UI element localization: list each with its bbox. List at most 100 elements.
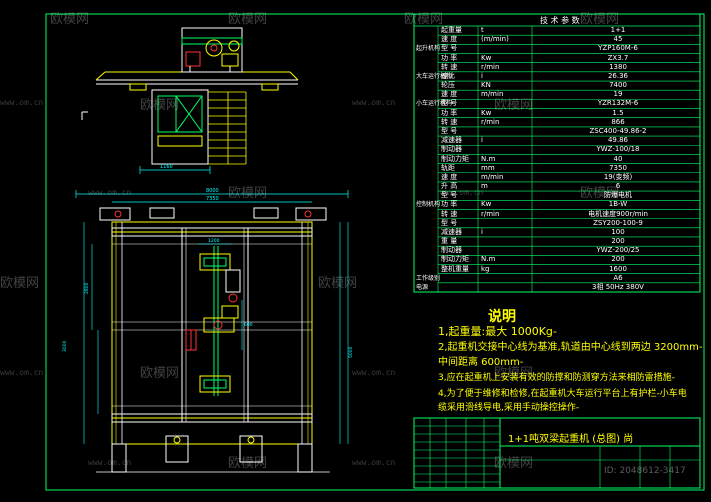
table-row-label: 重 量 (441, 237, 458, 246)
table-row-value: 7350 (609, 163, 627, 172)
table-row-value: YWZ-200/25 (596, 246, 640, 255)
watermark-brand: 欧模网 (404, 12, 444, 27)
plan-view: 8000 7350 (62, 188, 354, 473)
table-row-label: 功 率 (441, 200, 458, 209)
table-row-unit: mm (481, 163, 495, 172)
watermark-brand: 欧模网 (580, 186, 620, 201)
watermark-brand: 欧模网 (140, 98, 180, 113)
table-row-label: 整机重量 (441, 264, 469, 273)
table-row-unit: N.m (481, 154, 496, 163)
table-row-value: 200 (611, 255, 625, 264)
table-row-unit: KN (481, 81, 491, 90)
table-row-unit: m (481, 182, 488, 191)
table-row-value: 26.36 (607, 71, 629, 80)
table-row-label: 功 率 (441, 53, 458, 62)
watermark-url: www.om.cn (440, 188, 484, 197)
table-row-label: 制动器 (441, 246, 462, 255)
table-row-value: 电机速度900r/min (588, 209, 648, 218)
watermark-brand: 欧模网 (228, 12, 268, 27)
table-row-unit: i (481, 71, 483, 80)
watermark-url: www.om.cn (352, 98, 396, 107)
table-row-value: ZX3.7 (607, 53, 629, 62)
table-row-value: 1380 (609, 62, 627, 71)
table-row-value: 7400 (609, 81, 627, 90)
table-row-label: 型 号 (441, 99, 458, 108)
table-row-value: 1+1 (610, 26, 626, 35)
table-row-value: 防爆电机 (604, 191, 632, 200)
watermark-id: ID: 2048612-3417 (604, 466, 686, 476)
table-row-unit: N.m (481, 255, 496, 264)
table-row-label: 速 度 (441, 90, 458, 99)
table-row-value: 200 (611, 237, 625, 246)
table-row-unit: Kw (481, 108, 492, 117)
dim-side: 5000 (348, 346, 354, 358)
table-row-unit: r/min (481, 117, 500, 126)
table-group-label: 起升机构 (416, 45, 441, 53)
table-group-label: 小车运行机构 (416, 100, 453, 108)
table-row-value: 100 (611, 227, 625, 236)
table-row-unit: m/min (481, 172, 504, 181)
table-row-unit: m/min (481, 90, 504, 99)
table-row-unit: (m/min) (481, 35, 509, 44)
table-row-value: 49.86 (607, 136, 629, 145)
watermark-brand: 欧模网 (0, 276, 40, 291)
table-row-value: ZSC400-49.86-2 (589, 126, 647, 135)
watermark-url: www.om.cn (352, 458, 396, 467)
dim-left-height2: 2800 (84, 282, 90, 294)
table-row-value: 6 (615, 182, 621, 191)
note-line-1: 1,起重量:最大 1000Kg- (438, 325, 557, 338)
table-row-label: 转 速 (441, 117, 458, 126)
table-group-label: 控制机构 (416, 201, 441, 209)
table-row-label: 制动器 (441, 145, 462, 154)
table-row-label: 减速器 (441, 227, 462, 236)
dim-left-height: 3000 (62, 340, 68, 352)
table-row-label: 转 速 (441, 209, 458, 218)
watermark-brand: 欧模网 (318, 276, 358, 291)
table-row-label: 减速器 (441, 136, 462, 145)
note-line-5: 4,为了便于维修和检修,在起重机大车运行平台上有护栏-小车电 (438, 389, 687, 399)
table-row-label: 制动力矩 (441, 154, 469, 163)
table-row-value: 1600 (609, 264, 627, 273)
table-row-label: 型 号 (441, 191, 458, 200)
parameter-table-grid (413, 13, 701, 293)
table-row-unit: r/min (481, 62, 500, 71)
table-row-label: 功 率 (441, 108, 458, 117)
table-row-label: 速 度 (441, 35, 458, 44)
table-row-label: 型 号 (441, 218, 458, 227)
table-row-value: 40 (613, 154, 623, 163)
table-row-label: 升 高 (441, 182, 458, 191)
table-row-value: 19(变频) (603, 172, 633, 181)
drawing-border (45, 13, 705, 491)
table-row-unit: Kw (481, 53, 492, 62)
watermark-brand: 欧模网 (50, 12, 90, 27)
dim-overall-width: 8000 (206, 188, 219, 194)
table-row-label: 速 度 (441, 172, 458, 181)
watermark-brand: 欧模网 (494, 456, 534, 471)
watermark-brand: 欧模网 (228, 456, 268, 471)
note-line-3: 中间距离 600mm- (438, 357, 524, 368)
table-row-value: YWZ-100/18 (596, 145, 640, 154)
side-elevation-view: 1160 (81, 27, 299, 174)
table-group-label: 工作级别 (416, 274, 441, 282)
table-group-label: 大车运行机构 (416, 72, 453, 80)
watermark-brand: 欧模网 (228, 186, 268, 201)
watermark-brand: 欧模网 (494, 366, 534, 381)
watermark-brand: 欧模网 (580, 12, 620, 27)
table-header: 技 术 参 数 (540, 16, 580, 25)
watermark-url: www.om.cn (88, 458, 132, 467)
note-line-6: 缆采用滑线导电,采用手动操控操作- (438, 403, 580, 413)
dim-span: 7350 (206, 196, 219, 202)
title-block (413, 417, 701, 489)
table-row-label: 轨距 (441, 163, 455, 172)
table-row-unit: i (481, 227, 483, 236)
table-row-unit: r/min (481, 209, 500, 218)
table-row-label: 速比 (441, 71, 455, 80)
table-row-label: 型 号 (441, 44, 458, 53)
watermark-url: www.om.cn (0, 98, 44, 107)
table-row-value: YZP160M-6 (598, 44, 638, 53)
table-row-value: 1.5 (612, 108, 624, 117)
dim-mid: 600 (244, 322, 253, 328)
table-row-unit: i (481, 136, 483, 145)
table-row-unit: kg (481, 264, 490, 273)
